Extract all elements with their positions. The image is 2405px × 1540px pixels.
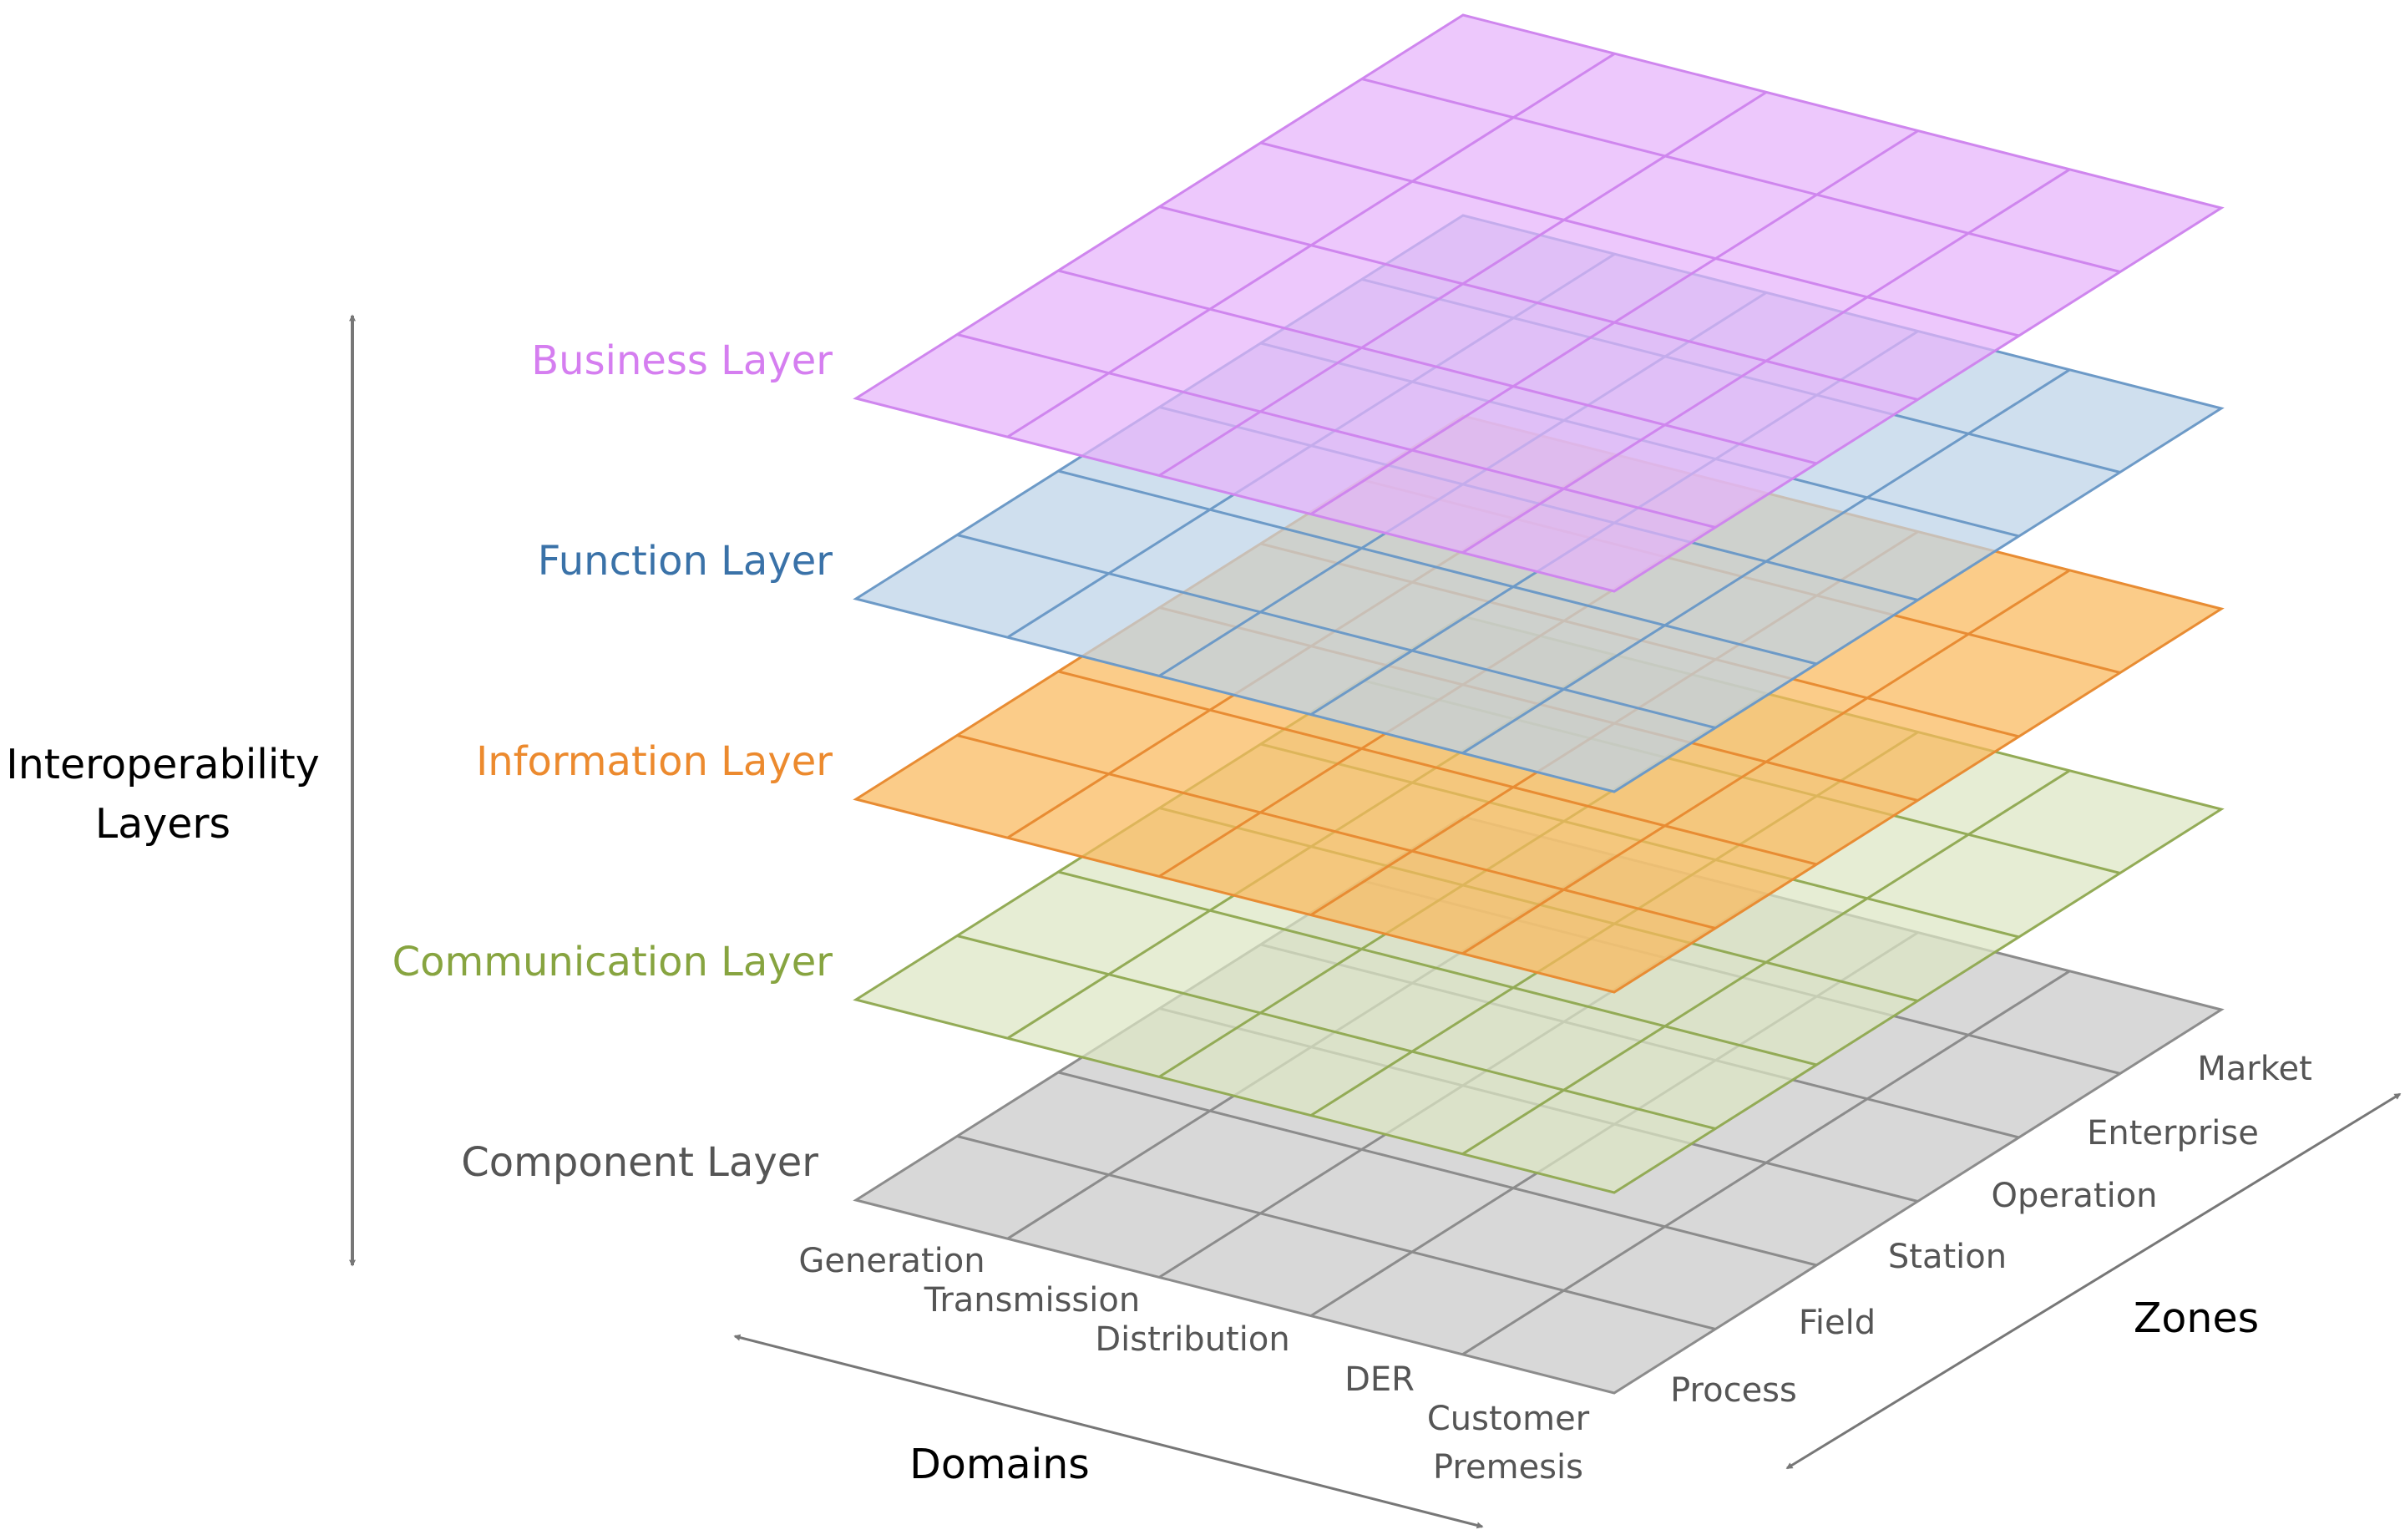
communication-layer-label: Communication Layer [392,939,833,985]
domain-label-transmission: Transmission [924,1281,1140,1320]
zone-label-enterprise: Enterprise [2087,1114,2259,1152]
function-zone-gridline [1057,469,1817,666]
layer-planes [853,13,2225,1395]
domain-label-generation: Generation [798,1242,985,1280]
information-zone-gridline [956,734,1716,930]
communication-zone-gridline [956,935,1716,1130]
business-layer-label: Business Layer [531,337,833,384]
zone-label-market: Market [2197,1050,2312,1088]
interoperability-axis-label-line2: Layers [95,800,230,848]
information-zone-gridline [1057,670,1817,866]
business-layer-plane [853,13,2225,593]
domain-label-customer-line2: Premesis [1433,1448,1583,1487]
zone-label-station: Station [1888,1238,2007,1276]
zone-label-operation: Operation [1991,1177,2157,1215]
component-layer-label: Component Layer [461,1139,818,1186]
component-zone-gridline [956,1135,1716,1330]
business-zone-gridline [1159,205,1918,401]
zone-label-field: Field [1799,1304,1876,1342]
business-zone-gridline [1361,78,2121,273]
domain-label-der: DER [1344,1360,1415,1399]
domains-axis-label: Domains [909,1441,1090,1488]
business-zone-gridline [1057,269,1817,465]
interoperability-axis: Interoperability Layers [6,314,356,1267]
function-zone-gridline [956,534,1716,729]
layer-labels: Business Layer Function Layer Informatio… [392,337,833,1186]
zone-label-process: Process [1670,1371,1797,1410]
interoperability-axis-label-line1: Interoperability [6,741,320,788]
information-layer-label: Information Layer [476,738,833,785]
domain-label-distribution: Distribution [1095,1320,1289,1359]
component-zone-gridline [1057,1071,1817,1267]
business-zone-gridline [1260,141,2020,337]
zones-axis-label: Zones [2134,1294,2259,1342]
business-zone-gridline [956,333,1716,529]
domains-axis: Domains [733,1334,1484,1529]
communication-zone-gridline [1057,870,1817,1066]
function-layer-label: Function Layer [538,538,833,585]
zones-axis: Zones [1785,1092,2402,1470]
domain-label-customer-line1: Customer [1427,1400,1590,1438]
zones-axis-arrow [1785,1092,2402,1470]
domains-axis-arrow [733,1334,1484,1529]
